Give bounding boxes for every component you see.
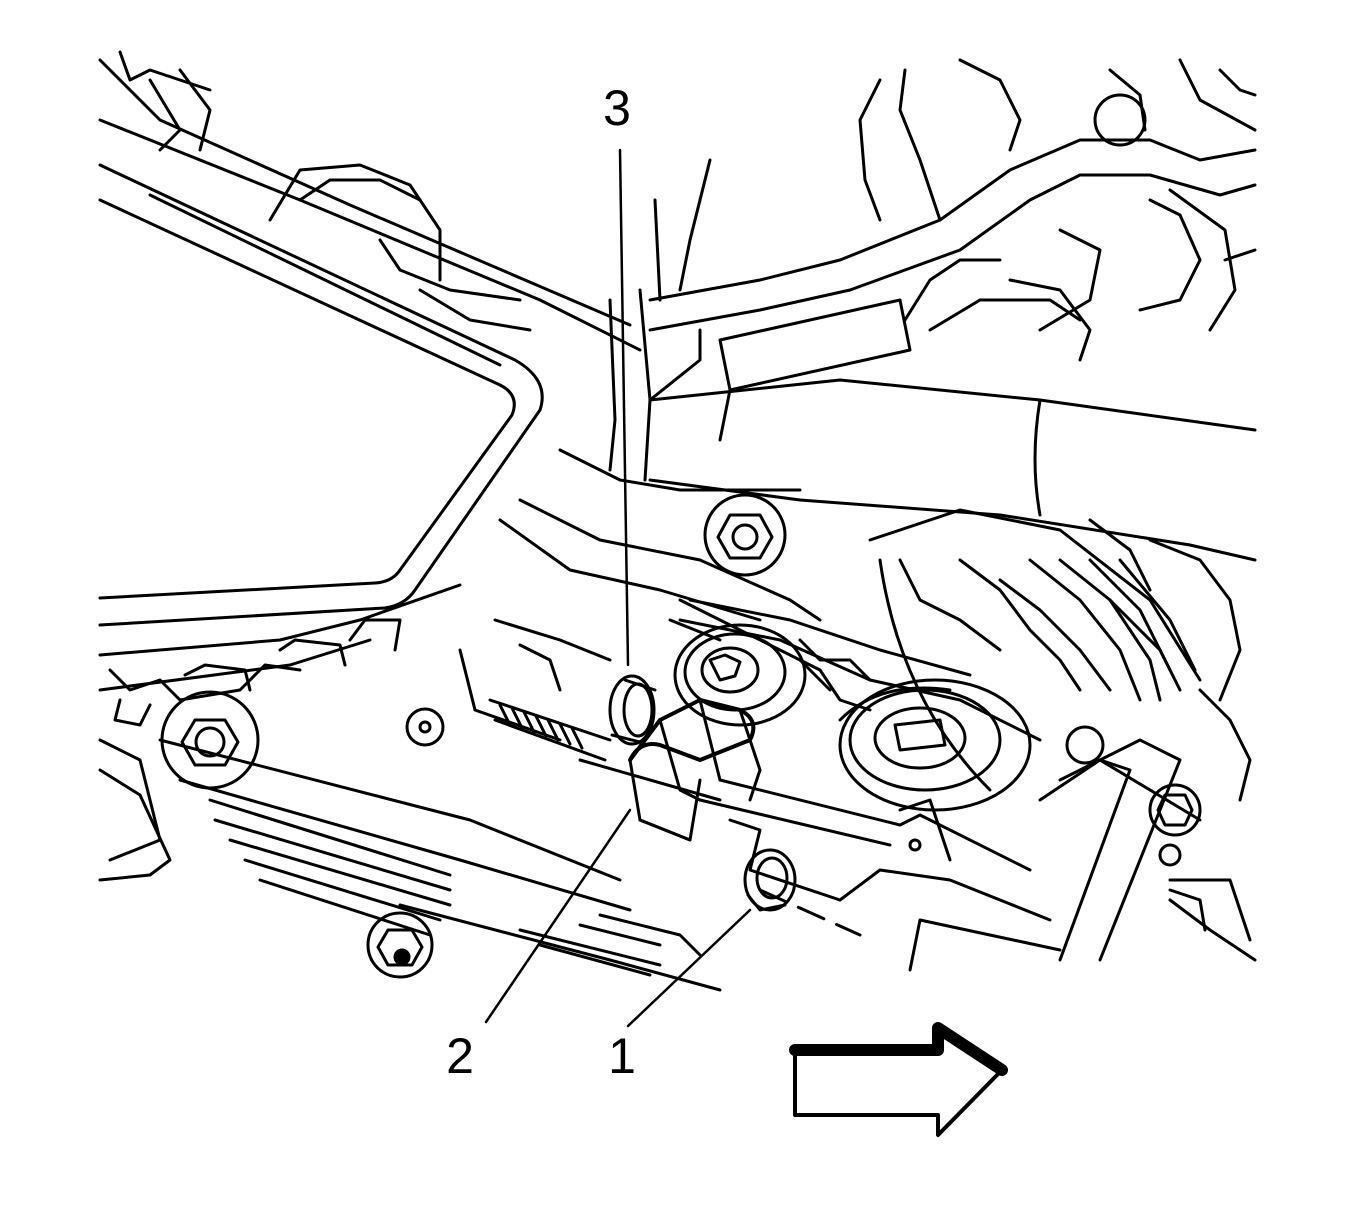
lower-left-bracket [98, 583, 462, 862]
center-bolt [703, 493, 787, 577]
nut-part [743, 848, 797, 912]
upper-right-piping [648, 58, 1257, 362]
threaded-stud [458, 618, 612, 762]
leader-3 [618, 148, 630, 667]
callout-1-label: 1 [608, 1028, 636, 1084]
idler-pulley [668, 598, 832, 727]
small-stud [405, 707, 445, 747]
alternator-pulley [838, 678, 1032, 812]
callout-3-label: 3 [603, 80, 631, 136]
direction-arrow-icon [789, 1022, 1008, 1137]
spacer-part [628, 698, 762, 842]
alternator [868, 508, 1252, 802]
leader-2 [484, 808, 632, 1024]
vertical-tubes [608, 158, 712, 482]
drive-belt [678, 598, 1042, 742]
ring-part [608, 674, 657, 746]
intake-tube [98, 50, 642, 352]
mounting-bracket [698, 778, 1062, 972]
leader-1 [626, 908, 752, 1028]
leader-lines [484, 148, 752, 1028]
tensioner-bracket [1038, 725, 1257, 962]
left-hex-nut [160, 690, 260, 790]
lower-bolt [366, 911, 434, 979]
ribbed-rail [98, 738, 722, 992]
callout-2-label: 2 [446, 1028, 474, 1084]
main-horizontal-pipe [648, 328, 1257, 562]
air-box [98, 163, 544, 627]
upper-bracket [718, 258, 1082, 442]
